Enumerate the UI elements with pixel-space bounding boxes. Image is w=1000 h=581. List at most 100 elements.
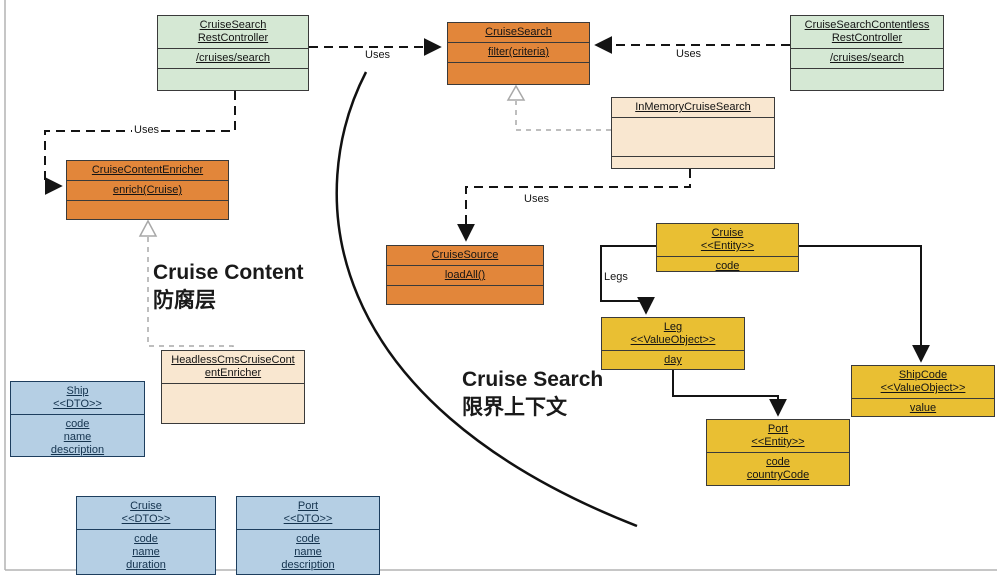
association-arrow-leg-to-port (672, 370, 787, 417)
context-boundary-curve (335, 71, 638, 528)
class-name-text: InMemoryCruiseSearch (635, 101, 751, 113)
class-empty-section (67, 200, 228, 219)
class-name-text: CruiseSearch (199, 19, 267, 31)
class-empty-section (612, 156, 774, 168)
class-cruise-entity: Cruise <<Entity>> code (656, 223, 799, 272)
attribute-text: name (294, 546, 322, 558)
class-empty-section (158, 68, 308, 90)
stereotype-text: <<Entity>> (700, 240, 755, 252)
class-cruisecontentenricher: CruiseContentEnricher enrich(Cruise) (66, 160, 229, 220)
attribute-text: description (281, 559, 335, 571)
class-name-text: RestController (197, 32, 269, 44)
class-empty-section (791, 68, 943, 90)
class-attrs-section: code (657, 256, 798, 276)
context-label-line2: 防腐层 (153, 289, 216, 312)
attribute-text: day (664, 354, 682, 366)
class-methods-section: loadAll() (387, 265, 543, 285)
attribute-text: code (766, 456, 790, 468)
class-shipcode-valueobject: ShipCode <<ValueObject>> value (851, 365, 995, 417)
class-attrs-section: /cruises/search (791, 48, 943, 68)
method-text: loadAll() (444, 269, 486, 281)
class-ship-dto: Ship <<DTO>> code name description (10, 381, 145, 457)
class-name-text: entEnricher (204, 367, 262, 379)
class-inmemorycruisesearch: InMemoryCruiseSearch (611, 97, 775, 169)
stereotype-text: <<ValueObject>> (880, 382, 966, 394)
class-name-text: Port (767, 423, 789, 435)
class-title-section: Cruise <<DTO>> (77, 497, 215, 529)
class-attrs-section: value (852, 398, 994, 418)
realization-triangle-search (506, 84, 526, 101)
edge-label-uses: Uses (363, 49, 393, 62)
class-title-section: HeadlessCmsCruiseCont entEnricher (162, 351, 304, 383)
class-cruisesearch-restcontroller: CruiseSearch RestController /cruises/sea… (157, 15, 309, 91)
class-name-text: CruiseSearch (485, 26, 552, 38)
context-label-line2: 限界上下文 (462, 396, 567, 419)
dependency-arrow-rest-to-enricher (44, 91, 236, 195)
method-text: enrich(Cruise) (112, 184, 183, 196)
context-label-line1: Cruise Search (462, 368, 604, 391)
attribute-text: name (132, 546, 160, 558)
realization-line-headless-to-enricher (147, 237, 234, 349)
association-arrow-cruise-to-leg (600, 245, 656, 315)
class-attrs-section: code name duration (77, 529, 215, 575)
stereotype-text: <<DTO>> (53, 398, 102, 410)
class-empty-section (387, 285, 543, 304)
class-port-entity: Port <<Entity>> code countryCode (706, 419, 850, 486)
class-attrs-section: code name description (11, 414, 144, 460)
class-name-text: Cruise (711, 227, 744, 239)
class-title-section: CruiseContentEnricher (67, 161, 228, 180)
attribute-text: value (909, 402, 937, 414)
class-name-text: Port (297, 500, 319, 512)
class-cruisesearchcontentless-restcontroller: CruiseSearchContentless RestController /… (790, 15, 944, 91)
edge-label-uses: Uses (522, 193, 552, 206)
class-methods-section: filter(criteria) (448, 42, 589, 62)
class-attrs-section: /cruises/search (158, 48, 308, 68)
class-name-text: Cruise (130, 500, 162, 512)
edge-label-legs: Legs (602, 271, 630, 284)
class-title-section: InMemoryCruiseSearch (612, 98, 774, 117)
class-title-section: Leg <<ValueObject>> (602, 318, 744, 350)
class-methods-section: enrich(Cruise) (67, 180, 228, 200)
edge-label-uses: Uses (674, 48, 704, 61)
stereotype-text: <<DTO>> (283, 513, 333, 525)
class-name-text: Ship (66, 385, 89, 397)
class-attrs-section: day (602, 350, 744, 370)
class-title-section: Port <<Entity>> (707, 420, 849, 452)
context-label-cruise-search: Cruise Search 限界上下文 (462, 366, 603, 422)
class-name-text: RestController (831, 32, 903, 44)
association-arrow-cruise-to-shipcode (799, 245, 930, 363)
attribute-text: duration (126, 559, 166, 571)
class-name-text: ShipCode (898, 369, 948, 381)
edge-label-uses: Uses (132, 124, 162, 137)
class-name-text: HeadlessCmsCruiseCont (171, 354, 295, 366)
class-name-text: CruiseSearchContentless (804, 19, 930, 31)
class-title-section: Port <<DTO>> (237, 497, 379, 529)
class-cruisesource: CruiseSource loadAll() (386, 245, 544, 305)
class-empty-section (162, 383, 304, 423)
class-title-section: Ship <<DTO>> (11, 382, 144, 414)
stereotype-text: <<ValueObject>> (630, 334, 716, 346)
attribute-text: /cruises/search (830, 52, 904, 64)
class-name-text: CruiseContentEnricher (91, 164, 204, 176)
context-label-line1: Cruise Content (153, 261, 304, 284)
class-title-section: Cruise <<Entity>> (657, 224, 798, 256)
class-title-section: CruiseSource (387, 246, 543, 265)
method-text: filter(criteria) (487, 46, 550, 58)
class-cruisesearch: CruiseSearch filter(criteria) (447, 22, 590, 85)
attribute-text: code (65, 418, 90, 430)
class-name-text: Leg (663, 321, 683, 333)
class-title-section: ShipCode <<ValueObject>> (852, 366, 994, 398)
realization-line-inmemory-to-search (515, 101, 611, 131)
attribute-text: code (134, 533, 158, 545)
dependency-arrow-inmemory-to-source (457, 169, 691, 242)
context-label-acl: Cruise Content 防腐层 (153, 259, 304, 315)
attribute-text: code (296, 533, 320, 545)
attribute-text: code (715, 260, 740, 272)
class-attrs-section: code countryCode (707, 452, 849, 485)
attribute-text: name (63, 431, 92, 443)
class-title-section: CruiseSearch (448, 23, 589, 42)
class-title-section: CruiseSearch RestController (158, 16, 308, 48)
realization-triangle-enricher (138, 219, 158, 237)
class-attrs-section: code name description (237, 529, 379, 575)
